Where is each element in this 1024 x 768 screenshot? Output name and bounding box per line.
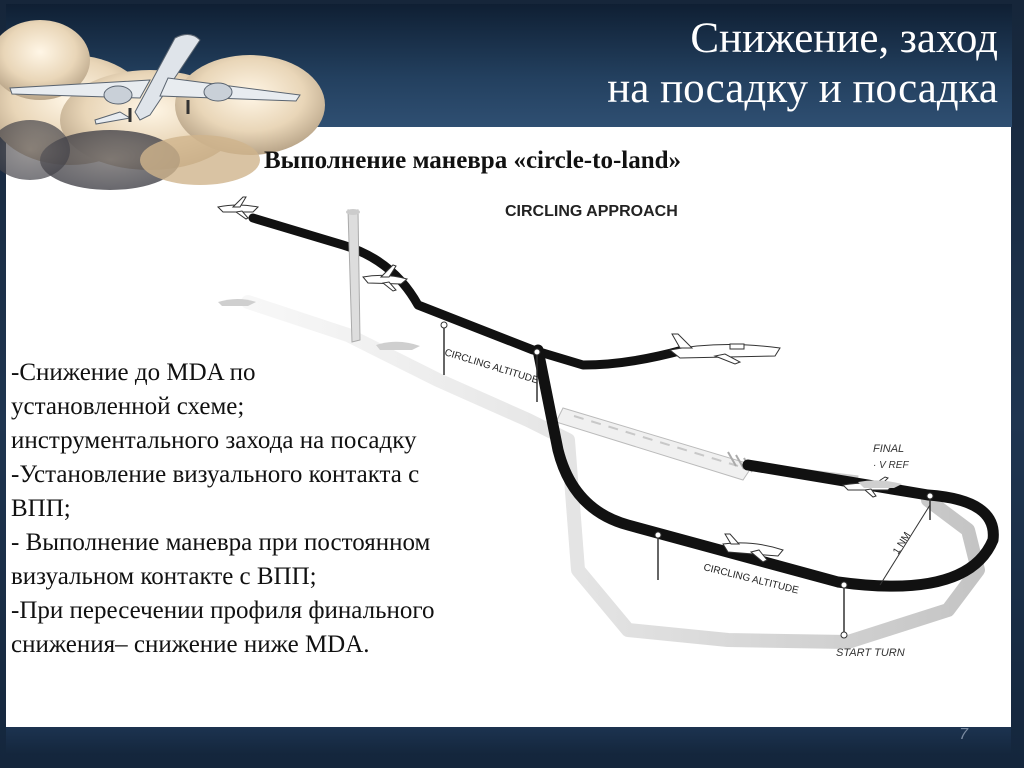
body-line-2: установленной схеме; [11, 390, 551, 424]
body-line-5: ВПП; [11, 492, 551, 526]
body-line-9: снижения– снижение ниже MDA. [11, 628, 551, 662]
aircraft-icon-3 [670, 334, 780, 364]
body-line-6: - Выполнение маневра при постоянном [11, 526, 551, 560]
runway [556, 408, 753, 480]
footer-bar [6, 727, 1011, 755]
diagram-heading: CIRCLING APPROACH [505, 203, 678, 220]
body-text: -Снижение до MDA по установленной схеме;… [11, 356, 551, 662]
body-line-8: -При пересечении профиля финального [11, 594, 551, 628]
body-line-1: -Снижение до MDA по [11, 356, 551, 390]
label-1nm: 1 NM [891, 530, 913, 556]
label-vref: · V REF [873, 460, 909, 471]
label-final: FINAL [873, 443, 904, 455]
body-line-3: инструментального захода на посадку [11, 424, 551, 458]
label-start-turn: START TURN [836, 647, 905, 659]
title-line-1: Снижение, заход [438, 14, 998, 64]
slide-title: Снижение, заход на посадку и посадка [438, 14, 998, 114]
title-line-2: на посадку и посадка [438, 64, 998, 114]
slide-subtitle: Выполнение маневра «circle-to-land» [264, 147, 864, 175]
page-number: 7 [959, 726, 968, 744]
body-line-4: -Установление визуального контакта с [11, 458, 551, 492]
flight-path [253, 218, 683, 365]
navaid-beacon-icon [346, 209, 360, 342]
body-line-7: визуальном контакте с ВПП; [11, 560, 551, 594]
